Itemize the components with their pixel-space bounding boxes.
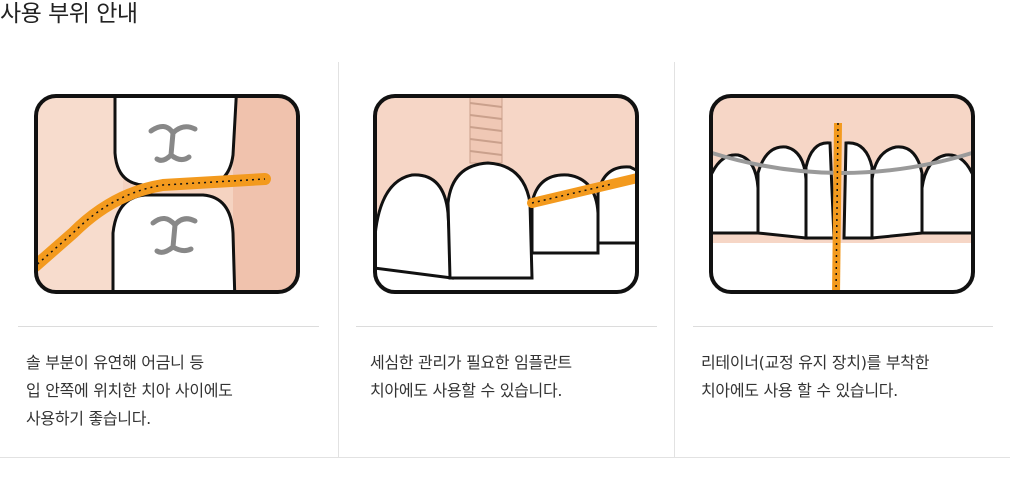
usage-card-description: 세심한 관리가 필요한 임플란트 치아에도 사용할 수 있습니다. <box>370 349 572 405</box>
description-line: 리테이너(교정 유지 장치)를 부착한 <box>701 353 930 372</box>
usage-card-description: 리테이너(교정 유지 장치)를 부착한 치아에도 사용 할 수 있습니다. <box>701 349 929 405</box>
usage-card-description: 솔 부분이 유연해 어금니 등 입 안쪽에 위치한 치아 사이에도 사용하기 좋… <box>26 349 233 433</box>
usage-card-retainer: 리테이너(교정 유지 장치)를 부착한 치아에도 사용 할 수 있습니다. <box>674 62 1010 457</box>
usage-card-molar: 솔 부분이 유연해 어금니 등 입 안쪽에 위치한 치아 사이에도 사용하기 좋… <box>0 62 337 457</box>
description-line: 입 안쪽에 위치한 치아 사이에도 <box>26 381 233 400</box>
implant-brush-illustration <box>373 94 639 294</box>
usage-card-implant: 세심한 관리가 필요한 임플란트 치아에도 사용할 수 있습니다. <box>338 62 674 457</box>
description-line: 치아에도 사용할 수 있습니다. <box>370 381 563 400</box>
card-divider <box>356 326 657 327</box>
card-divider <box>693 326 993 327</box>
description-line: 세심한 관리가 필요한 임플란트 <box>370 353 572 372</box>
usage-guide-cards: 솔 부분이 유연해 어금니 등 입 안쪽에 위치한 치아 사이에도 사용하기 좋… <box>0 62 1010 457</box>
description-line: 솔 부분이 유연해 어금니 등 <box>26 353 204 372</box>
description-line: 사용하기 좋습니다. <box>26 409 151 428</box>
retainer-brush-illustration <box>709 94 975 294</box>
card-divider <box>18 326 319 327</box>
page-title: 사용 부위 안내 <box>0 1 138 27</box>
bottom-divider <box>0 457 1010 458</box>
description-line: 치아에도 사용 할 수 있습니다. <box>701 381 898 400</box>
molar-brush-illustration <box>34 94 300 294</box>
